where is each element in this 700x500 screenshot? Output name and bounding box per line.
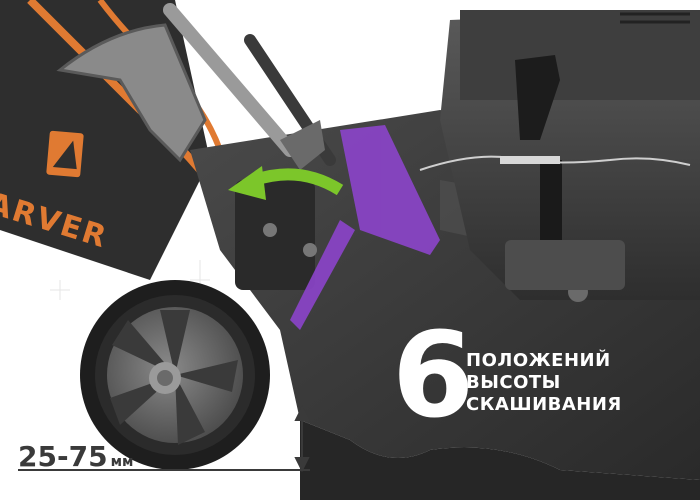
handle-knob (280, 120, 325, 170)
height-arrow-icon (18, 405, 310, 473)
rear-wheel (80, 280, 270, 470)
engine-cover-top (460, 10, 700, 100)
height-adjust-lever (290, 125, 440, 330)
feature-line-2: ВЫСОТЫ (466, 372, 561, 393)
deck-front-lip (300, 420, 700, 500)
cut-height-unit: мм (110, 454, 134, 470)
spark-plug-boot (515, 55, 560, 140)
feature-line-3: СКАШИВАНИЯ (466, 394, 622, 415)
feature-caption: ПОЛОЖЕНИЙ ВЫСОТЫ СКАШИВАНИЯ (466, 350, 696, 416)
bracket-bolt (263, 223, 277, 237)
cut-height-range: 25-75 (18, 440, 108, 473)
rotation-arrow-icon (228, 166, 344, 200)
engine-vents (620, 12, 690, 24)
cable-spring (500, 156, 560, 164)
bracket-bolt-2 (303, 243, 317, 257)
handle-grip (56, 23, 207, 163)
handle-rod (163, 3, 297, 157)
feature-line-1: ПОЛОЖЕНИЙ (466, 350, 611, 371)
height-bracket (235, 180, 315, 290)
engine-pipe (540, 160, 562, 240)
positions-count: 6 (392, 306, 475, 444)
brand-logo-icon (46, 130, 84, 178)
engine-base (505, 240, 625, 290)
